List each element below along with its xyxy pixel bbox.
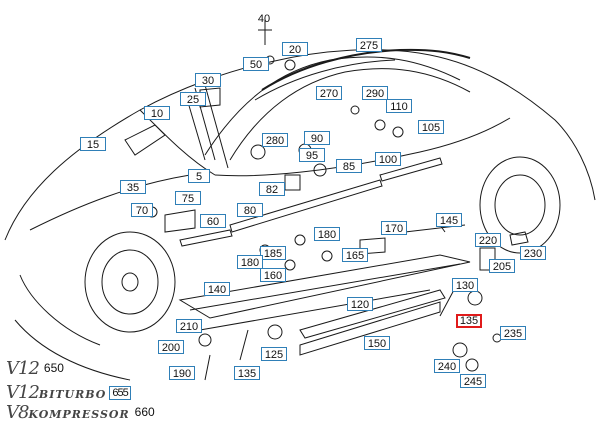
part-callout-selected-37[interactable]: 135	[456, 314, 482, 328]
badge-biturbo-number[interactable]: 655	[109, 386, 131, 400]
part-callout-24[interactable]: 145	[436, 213, 462, 227]
part-callout-41[interactable]: 200	[158, 340, 184, 354]
part-callout-19[interactable]: 82	[259, 182, 285, 196]
part-callout-16[interactable]: 100	[375, 152, 401, 166]
part-callout-7[interactable]: 290	[362, 86, 388, 100]
part-callout-33[interactable]: 160	[260, 268, 286, 282]
part-callout-5[interactable]: 25	[180, 92, 206, 106]
part-callout-18[interactable]: 35	[120, 180, 146, 194]
part-callout-13[interactable]: 90	[304, 131, 330, 145]
part-callout-8[interactable]: 110	[386, 99, 412, 113]
part-callout-42[interactable]: 125	[261, 347, 287, 361]
part-callout-31[interactable]: 180	[237, 255, 263, 269]
badge-v8-number: 660	[134, 405, 155, 419]
part-callout-39[interactable]: 210	[176, 319, 202, 333]
badge-biturbo-mark: V12	[6, 382, 40, 403]
badge-v8-mark: V8	[6, 402, 29, 423]
part-callout-21[interactable]: 75	[175, 191, 201, 205]
part-callout-2[interactable]: 50	[243, 57, 269, 71]
part-callout-40[interactable]: 150	[364, 336, 390, 350]
part-callout-10[interactable]: 105	[418, 120, 444, 134]
badge-v12-number: 650	[43, 361, 64, 375]
part-callout-29[interactable]: 165	[342, 248, 368, 262]
part-callout-27[interactable]: 220	[475, 233, 501, 247]
part-callout-22[interactable]: 80	[237, 203, 263, 217]
part-callout-6[interactable]: 270	[316, 86, 342, 100]
part-callout-9[interactable]: 10	[144, 106, 170, 120]
part-callout-38[interactable]: 235	[500, 326, 526, 340]
part-callout-36[interactable]: 120	[347, 297, 373, 311]
part-callout-25[interactable]: 180	[314, 227, 340, 241]
part-callout-14[interactable]: 95	[299, 148, 325, 162]
badge-v8-word: KOMPRESSOR	[28, 408, 130, 421]
part-callout-32[interactable]: 205	[489, 259, 515, 273]
part-callout-11[interactable]: 15	[80, 137, 106, 151]
part-callout-28[interactable]: 230	[520, 246, 546, 260]
part-callout-26[interactable]: 170	[381, 221, 407, 235]
part-callout-12[interactable]: 280	[262, 133, 288, 147]
part-callout-30[interactable]: 185	[260, 246, 286, 260]
part-callout-0: 40	[257, 13, 271, 25]
part-callout-34[interactable]: 140	[204, 282, 230, 296]
part-callout-23[interactable]: 60	[200, 214, 226, 228]
part-callout-20[interactable]: 70	[131, 203, 153, 217]
part-callout-44[interactable]: 190	[169, 366, 195, 380]
badge-v12-mark: V12	[6, 358, 40, 379]
part-callout-43[interactable]: 240	[434, 359, 460, 373]
part-callout-45[interactable]: 135	[234, 366, 260, 380]
part-callout-17[interactable]: 5	[188, 169, 210, 183]
part-callout-4[interactable]: 30	[195, 73, 221, 87]
badge-biturbo-word: BITURBO	[38, 388, 107, 401]
part-callout-1[interactable]: 20	[282, 42, 308, 56]
part-callout-35[interactable]: 130	[452, 278, 478, 292]
part-callout-46[interactable]: 245	[460, 374, 486, 388]
part-callout-3[interactable]: 275	[356, 38, 382, 52]
badge-v8-kompressor-660: V8KOMPRESSOR 660	[6, 402, 155, 423]
part-callout-15[interactable]: 85	[336, 159, 362, 173]
